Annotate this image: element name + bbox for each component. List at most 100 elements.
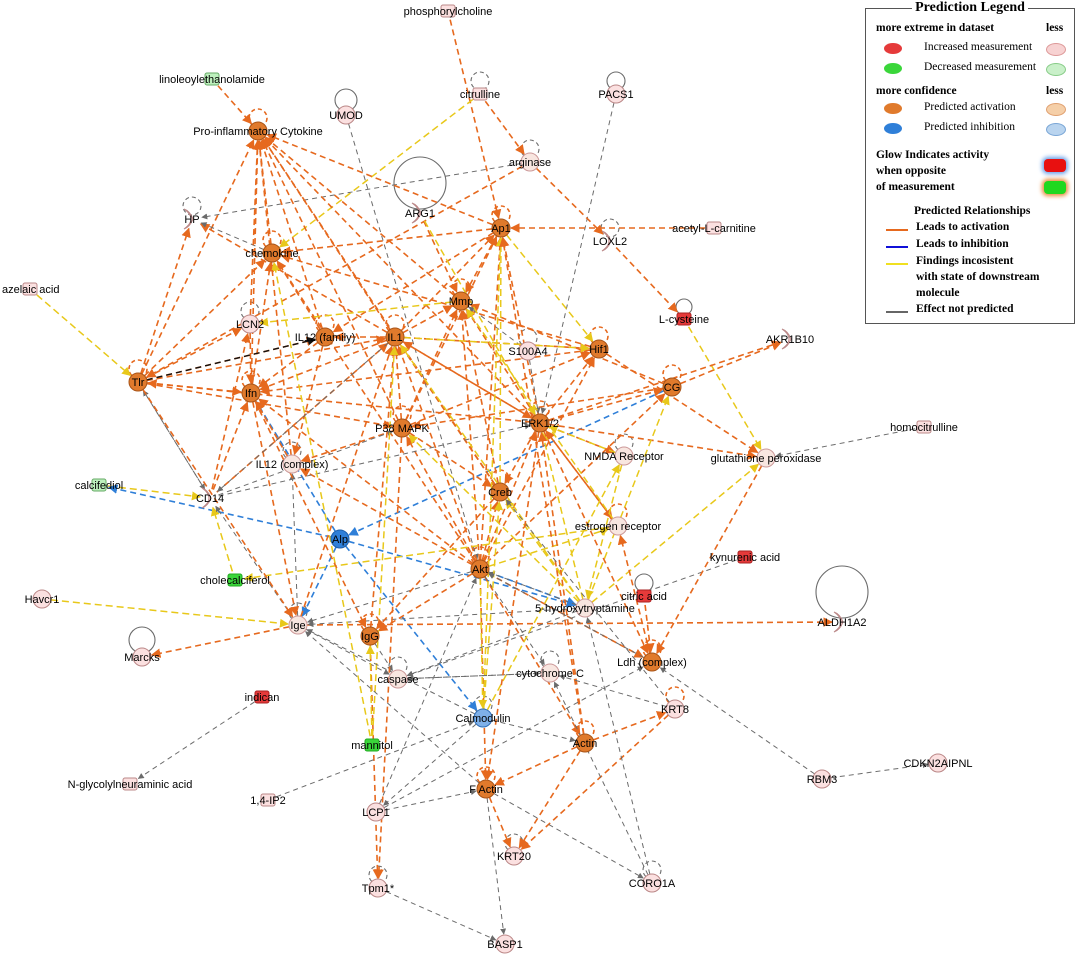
node-actin[interactable]: Actin <box>573 733 597 753</box>
node-kynurenic[interactable]: kynurenic acid <box>710 550 780 564</box>
edge-ap1-to-proinflam <box>266 133 493 226</box>
node-ldh[interactable]: Ldh (complex) <box>617 652 687 672</box>
node-acetylcarnitine[interactable]: acetyl-L-carnitine <box>672 221 756 235</box>
node-aldh1a2[interactable]: ALDH1A2 <box>818 611 867 633</box>
krt20-shape <box>504 846 524 866</box>
node-p38[interactable]: P38 MAPK <box>375 418 430 438</box>
node-pacs1[interactable]: PACS1 <box>598 84 634 104</box>
edge-il1-to-ap1 <box>400 234 495 332</box>
edge-citrulline-to-arginase <box>484 100 525 155</box>
node-calcifediol[interactable]: calcifediol <box>75 478 123 492</box>
node-havcr1[interactable]: Havcr1 <box>25 589 60 609</box>
node-cd14[interactable]: CD14 <box>196 487 224 509</box>
node-calmodulin[interactable]: Calmodulin <box>455 708 511 728</box>
node-cytc[interactable]: cytochrome C <box>516 663 584 683</box>
node-krt20[interactable]: KRT20 <box>497 846 531 866</box>
node-tpm1[interactable]: Tpm1* <box>362 878 395 898</box>
node-arg1[interactable]: ARG1 <box>405 202 435 224</box>
node-citric[interactable]: citric acid <box>621 589 667 603</box>
node-factin[interactable]: F Actin <box>469 779 503 799</box>
node-creb[interactable]: Creb <box>488 482 512 502</box>
node-loxl2[interactable]: LOXL2 <box>593 230 627 252</box>
node-lcysteine[interactable]: L-cysteine <box>659 312 709 326</box>
edge-tlr-to-lcn2 <box>145 327 242 379</box>
node-citrulline[interactable]: citrulline <box>460 87 500 101</box>
edge-mmp-to-lcn2 <box>259 301 453 327</box>
arg1-self-loop <box>393 156 447 210</box>
node-igg[interactable]: IgG <box>360 626 380 646</box>
node-ap1[interactable]: Ap1 <box>491 218 511 238</box>
hif1-label: Hif1 <box>589 344 609 356</box>
node-umod[interactable]: UMOD <box>329 105 363 125</box>
node-mmp[interactable]: Mmp <box>449 291 473 311</box>
node-ifn[interactable]: Ifn <box>241 383 261 403</box>
node-nmda[interactable]: NMDA Receptor <box>584 446 664 466</box>
node-indican[interactable]: indican <box>245 690 280 704</box>
node-rbm3[interactable]: RBM3 <box>807 769 838 789</box>
igg-shape <box>360 626 380 646</box>
node-azelaic[interactable]: azelaic acid <box>2 282 59 296</box>
node-basp1[interactable]: BASP1 <box>487 934 523 954</box>
edge-cd14-to-p38 <box>218 430 394 496</box>
node-s100a4[interactable]: S100A4 <box>508 341 548 361</box>
node-cdkn2aipnl[interactable]: CDKN2AIPNL <box>903 753 973 773</box>
edge-krt8-to-cytc <box>559 674 667 707</box>
inhibition-light-swatch <box>1046 123 1066 136</box>
glow-red-swatch <box>1044 159 1066 172</box>
node-ip2[interactable]: 1,4-IP2 <box>250 793 286 807</box>
edge-homocitrulline-to-gpx <box>775 428 916 458</box>
edge-akt-to-actin <box>483 576 581 736</box>
node-lcp1[interactable]: LCP1 <box>362 802 390 822</box>
edge-alp-to-calmodulin <box>344 545 478 711</box>
node-arginase[interactable]: arginase <box>509 152 551 172</box>
node-homocitrulline[interactable]: homocitrulline <box>890 420 958 434</box>
legend-decreased: Decreased measurement <box>924 61 1037 73</box>
node-akt[interactable]: Akt <box>470 559 490 579</box>
node-cholecalciferol[interactable]: cholecalciferol <box>200 573 270 587</box>
cdkn2aipnl-shape <box>928 753 948 773</box>
node-gpx[interactable]: glutathione peroxidase <box>711 448 822 468</box>
node-phosphorylcholine[interactable]: phosphorylcholine <box>404 4 493 18</box>
havcr1-label: Havcr1 <box>25 594 60 606</box>
edge-tlr-to-p38 <box>146 382 394 430</box>
node-hif1[interactable]: Hif1 <box>589 339 609 359</box>
lcp1-label: LCP1 <box>362 807 390 819</box>
node-tlr[interactable]: Tlr <box>128 372 148 392</box>
node-cg[interactable]: CG <box>662 377 682 397</box>
decreased-light-swatch <box>1046 63 1066 76</box>
node-coro1a[interactable]: CORO1A <box>629 873 676 893</box>
indican-label: indican <box>245 692 280 704</box>
edge-cd14-to-ifn <box>212 401 249 490</box>
node-il1[interactable]: IL1 <box>385 327 405 347</box>
node-proinflam[interactable]: Pro-inflammatory Cytokine <box>193 121 323 141</box>
krt8-shape <box>665 699 685 719</box>
node-hp[interactable]: HP <box>183 208 200 230</box>
node-mannitol[interactable]: mannitol <box>351 738 393 752</box>
edge-ige-to-marcks <box>150 626 290 658</box>
node-ige[interactable]: Ige <box>288 615 308 635</box>
il12c-shape <box>282 454 302 474</box>
decreased-swatch <box>884 63 902 74</box>
edge-arg1-to-erk <box>423 220 536 416</box>
arginase-label: arginase <box>509 157 551 169</box>
node-alp[interactable]: Alp <box>330 529 350 549</box>
node-il12c[interactable]: IL12 (complex) <box>256 454 329 474</box>
edge-htp-to-gpx <box>591 463 759 603</box>
node-akr1b10[interactable]: AKR1B10 <box>766 328 814 350</box>
node-krt8[interactable]: KRT8 <box>661 699 689 719</box>
legend-glow-1: Glow Indicates activity <box>876 149 990 161</box>
node-erk[interactable]: ERK1/2 <box>521 413 559 433</box>
node-caspase[interactable]: caspase <box>378 669 419 689</box>
node-chemokine[interactable]: chemokine <box>245 243 299 263</box>
edge-cd14-to-tlr <box>142 389 206 491</box>
node-nglyco[interactable]: N-glycolylneuraminic acid <box>68 777 193 791</box>
node-lcn2[interactable]: LCN2 <box>236 314 264 334</box>
node-linoleoylethanolamide[interactable]: linoleoylethanolamide <box>159 72 265 86</box>
kynurenic-shape <box>737 550 753 564</box>
node-marcks[interactable]: Marcks <box>124 647 160 667</box>
node-estrogen[interactable]: estrogen receptor <box>575 516 662 536</box>
node-htp[interactable]: 5-hydroxytryptamine <box>535 598 635 618</box>
tlr-shape <box>128 372 148 392</box>
nglyco-label: N-glycolylneuraminic acid <box>68 779 193 791</box>
node-il12fam[interactable]: IL12 (family) <box>295 327 356 347</box>
